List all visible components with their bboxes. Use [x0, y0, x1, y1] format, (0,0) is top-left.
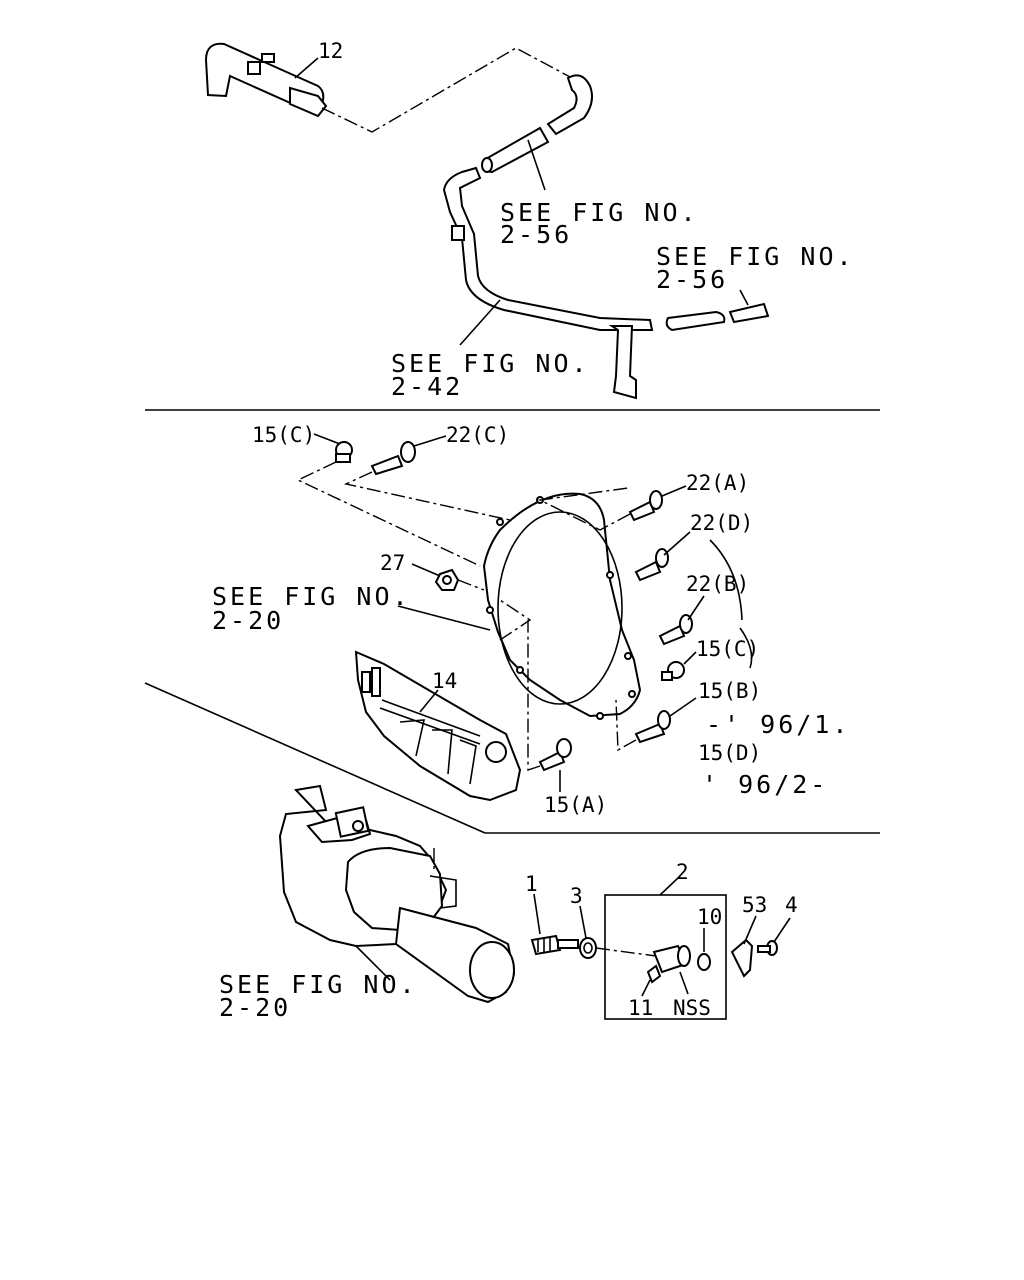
callout-14: 14 [432, 669, 457, 693]
ref-2-42-line1: SEE FIG NO. [391, 349, 590, 378]
callout-27: 27 [380, 551, 405, 575]
bolt-part-4 [757, 940, 778, 956]
callout-3: 3 [570, 884, 583, 908]
callout-10: 10 [697, 905, 722, 929]
leader-22d [663, 531, 691, 556]
transmission-assembly [278, 784, 516, 1004]
bell-housing [482, 492, 642, 720]
leader-53 [743, 915, 757, 945]
bolt-22a [628, 490, 663, 522]
callout-15c-top: 15(C) [252, 423, 315, 447]
callout-22c: 22(C) [446, 423, 509, 447]
dashed-22c [343, 471, 511, 521]
ref-2-56-a-line1: SEE FIG NO. [500, 198, 699, 227]
nut-27 [434, 568, 460, 591]
leader-4 [773, 917, 791, 943]
pin-part-11 [646, 964, 662, 984]
dashed-kit [595, 947, 657, 957]
ref-2-20-b-line1: SEE FIG NO. [219, 970, 418, 999]
callout-15d: 15(D) [698, 741, 761, 765]
callout-11: 11 [628, 996, 653, 1020]
sensor-part [652, 944, 691, 974]
gear-part-1 [530, 934, 579, 956]
hose-short-right [665, 302, 770, 332]
hose-part-12 [204, 42, 328, 118]
ref-2-42-line2: 2-42 [391, 372, 463, 401]
callout-22b: 22(B) [686, 572, 749, 596]
bolt-22c [370, 441, 416, 476]
ref-2-20-b-line2: 2-20 [219, 993, 291, 1022]
dashed-27 [457, 579, 485, 591]
callout-2: 2 [676, 860, 689, 884]
nut-15c-right [661, 661, 685, 681]
leader-27 [411, 563, 441, 577]
dashed-center [499, 599, 532, 641]
leader-11 [641, 979, 651, 997]
leader-ref-1 [527, 139, 546, 191]
leader-12 [294, 57, 319, 79]
washer-part-10 [697, 953, 711, 971]
hose-long-lower [442, 166, 654, 400]
kit-box-2 [604, 894, 727, 1020]
dashed-15a [527, 620, 541, 771]
leader-15b [669, 697, 697, 717]
leader-15c-right [683, 651, 697, 665]
ref-2-56-b-line2: 2-56 [656, 265, 728, 294]
callout-15d-range: ' 96/2- [702, 770, 828, 799]
bolt-15b [634, 710, 671, 744]
leader-nss [679, 971, 689, 995]
leader-3 [579, 905, 587, 939]
ref-2-20-a-line2: 2-20 [212, 606, 284, 635]
leader-22b [687, 595, 705, 621]
hose-upper-right [481, 74, 593, 174]
bracket-part-53 [730, 938, 754, 978]
callout-4: 4 [785, 893, 798, 917]
ref-2-56-a-line2: 2-56 [500, 220, 572, 249]
callout-53: 53 [742, 893, 767, 917]
leader-15c-top [313, 433, 341, 445]
section-divider-diagonal [144, 682, 486, 834]
callout-15b-range: -' 96/1. [706, 710, 850, 739]
callout-15b: 15(B) [698, 679, 761, 703]
label-nss: NSS [673, 996, 711, 1020]
brace-22d-22b [709, 539, 743, 621]
callout-15c-right: 15(C) [696, 637, 759, 661]
ring-part-3 [579, 937, 597, 959]
ref-2-20-a-line1: SEE FIG NO. [212, 582, 411, 611]
ref-2-56-b-line1: SEE FIG NO. [656, 242, 855, 271]
leader-2 [659, 877, 679, 896]
nut-15c-top [335, 441, 353, 463]
leader-22a [661, 485, 687, 497]
callout-12: 12 [318, 39, 343, 63]
dashed-route-top [321, 47, 573, 133]
leader-ref-3 [459, 299, 501, 346]
leader-22c [413, 435, 447, 447]
bolt-22d [634, 548, 669, 582]
leader-1 [533, 893, 541, 935]
bolt-15a [538, 738, 572, 772]
callout-1: 1 [525, 872, 538, 896]
leader-ref-2 [739, 289, 749, 306]
cover-plate-14 [354, 650, 522, 802]
dashed-22a [537, 487, 631, 531]
dashed-15c-top [296, 461, 481, 567]
callout-22d: 22(D) [690, 511, 753, 535]
leader-14 [419, 689, 439, 713]
callout-22a: 22(A) [686, 471, 749, 495]
leader-ref-4 [397, 605, 491, 631]
bolt-22b [658, 614, 693, 646]
brace-15c-15b [739, 627, 753, 669]
dashed-15b [615, 699, 637, 752]
leader-ref-5 [355, 945, 391, 981]
callout-15a: 15(A) [544, 793, 607, 817]
